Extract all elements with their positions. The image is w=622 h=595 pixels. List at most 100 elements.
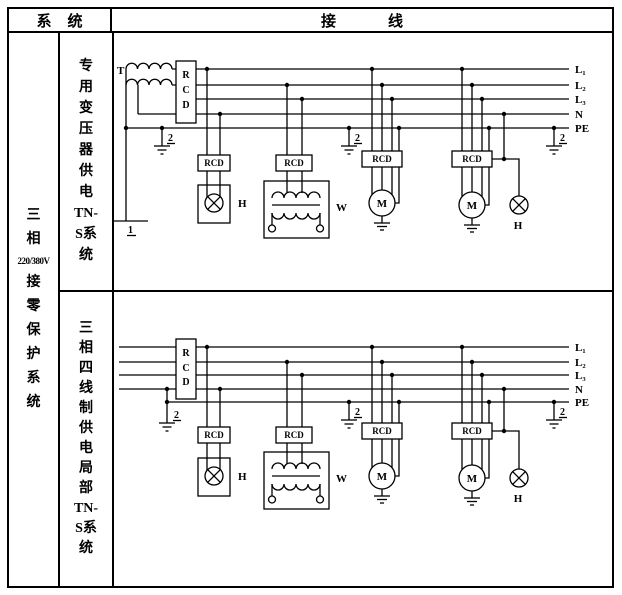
bus-label-l3: L₃ [575,94,586,106]
label-char: 保 [26,323,41,338]
diagram-row1: T R C D RCD RCD RCD RCD L₁ L₂ L₃ N PE H … [114,33,612,292]
bus-label-n: N [575,384,583,396]
bus-label-l1: L₁ [575,64,586,76]
label-char: S系 [75,227,97,242]
label-char: 统 [26,395,41,410]
label-char: 器 [79,143,93,158]
lamp-label: H [238,471,247,483]
label-char: 系 [26,371,41,386]
label-char: 相 [26,232,41,247]
symbols [204,452,529,506]
rcd-letter: D [182,100,189,111]
bus-label-l2: L₂ [575,80,586,92]
ground-number: 2 [355,407,360,418]
bus-label-n: N [575,109,583,121]
welder-terminal [267,224,277,233]
motor-label: M [467,200,478,212]
bus-label-pe: PE [575,123,589,135]
label-char: 三 [26,208,41,223]
junction-dots [164,344,557,434]
header-wiring-char: 线 [388,13,404,30]
welder-label: W [336,473,347,485]
header-system-char: 统 [67,13,83,30]
ground-number: 2 [168,133,173,144]
welder-primary-coil [271,462,321,470]
label-char: 三 [79,321,93,336]
branch-rcd-label: RCD [372,426,392,436]
main-rcd-box [175,60,197,124]
welder-primary-coil [271,191,321,199]
welder-terminal [267,495,277,504]
welder-label: W [336,202,347,214]
label-char: 零 [26,299,41,314]
rcd-letter: R [182,348,190,359]
label-char: S系 [75,521,97,536]
ground-number: 1 [128,225,133,236]
label-char: 变 [79,101,93,116]
label-char: TN- [73,206,99,221]
label-char: 线 [79,381,93,396]
ground-number: 2 [355,133,360,144]
junction-dots [123,66,557,162]
transformer-coil [125,78,173,86]
label-char: 压 [79,122,93,137]
header-wiring-cell: 接 线 [112,9,612,31]
rcd-letter: R [182,70,190,81]
motor-label: M [467,473,478,485]
label-char: 四 [79,361,93,376]
main-rcd-box [175,338,197,400]
lamp-label: H [238,198,247,210]
label-char: 统 [79,248,93,263]
table-header: 系 统 接 线 [9,9,612,33]
label-char: 供 [79,164,93,179]
header-system-char: 系 [36,13,52,30]
label-char: 220/380V [17,256,51,266]
branch-rcd-label: RCD [462,154,482,164]
branch-rcd-box [361,150,403,168]
labels: T R C D RCD RCD RCD RCD L₁ L₂ L₃ N PE H … [117,64,589,236]
bus-label-l2: L₂ [575,357,586,369]
ground-number: 2 [174,410,179,421]
rcd-letter: C [182,363,189,374]
bus-label-pe: PE [575,397,589,409]
diagram-area: T R C D RCD RCD RCD RCD L₁ L₂ L₃ N PE H … [114,33,612,586]
branch-rcd-box [361,422,403,440]
branch-rcd-box [197,426,231,444]
header-system-cell: 系 统 [9,9,112,31]
labels: R C D RCD RCD RCD RCD L₁ L₂ L₃ N PE H W … [174,342,589,505]
motor-label: M [377,198,388,210]
rcd-letter: C [182,85,189,96]
branch-rcd-label: RCD [284,158,304,168]
label-char: 电 [79,185,93,200]
branch-rcd-box [197,154,231,172]
label-char: TN- [73,501,99,516]
welder-secondary-coil [271,212,321,220]
label-char: 护 [26,347,41,362]
label-char: 部 [79,481,93,496]
boxes [175,60,493,239]
ground-number: 2 [560,407,565,418]
tns-local-diagram: R C D RCD RCD RCD RCD L₁ L₂ L₃ N PE H W … [119,338,589,510]
diagram-row2: R C D RCD RCD RCD RCD L₁ L₂ L₃ N PE H W … [114,292,612,586]
welder-terminal [315,224,325,233]
branch-rcd-box [451,150,493,168]
label-char: 相 [79,341,93,356]
ground-number: 2 [560,133,565,144]
welder-secondary-coil [271,483,321,491]
welder-terminal [315,495,325,504]
motor-label: M [377,471,388,483]
label-char: 局 [79,461,93,476]
label-char: 电 [79,441,93,456]
header-wiring-char: 接 [320,13,336,30]
label-char: 专 [79,59,93,74]
label-char: 接 [26,275,41,290]
boxes [175,338,493,510]
branch-rcd-box [275,154,313,172]
branch-rcd-box [451,422,493,440]
label-char: 制 [79,401,93,416]
branch-rcd-label: RCD [204,430,224,440]
